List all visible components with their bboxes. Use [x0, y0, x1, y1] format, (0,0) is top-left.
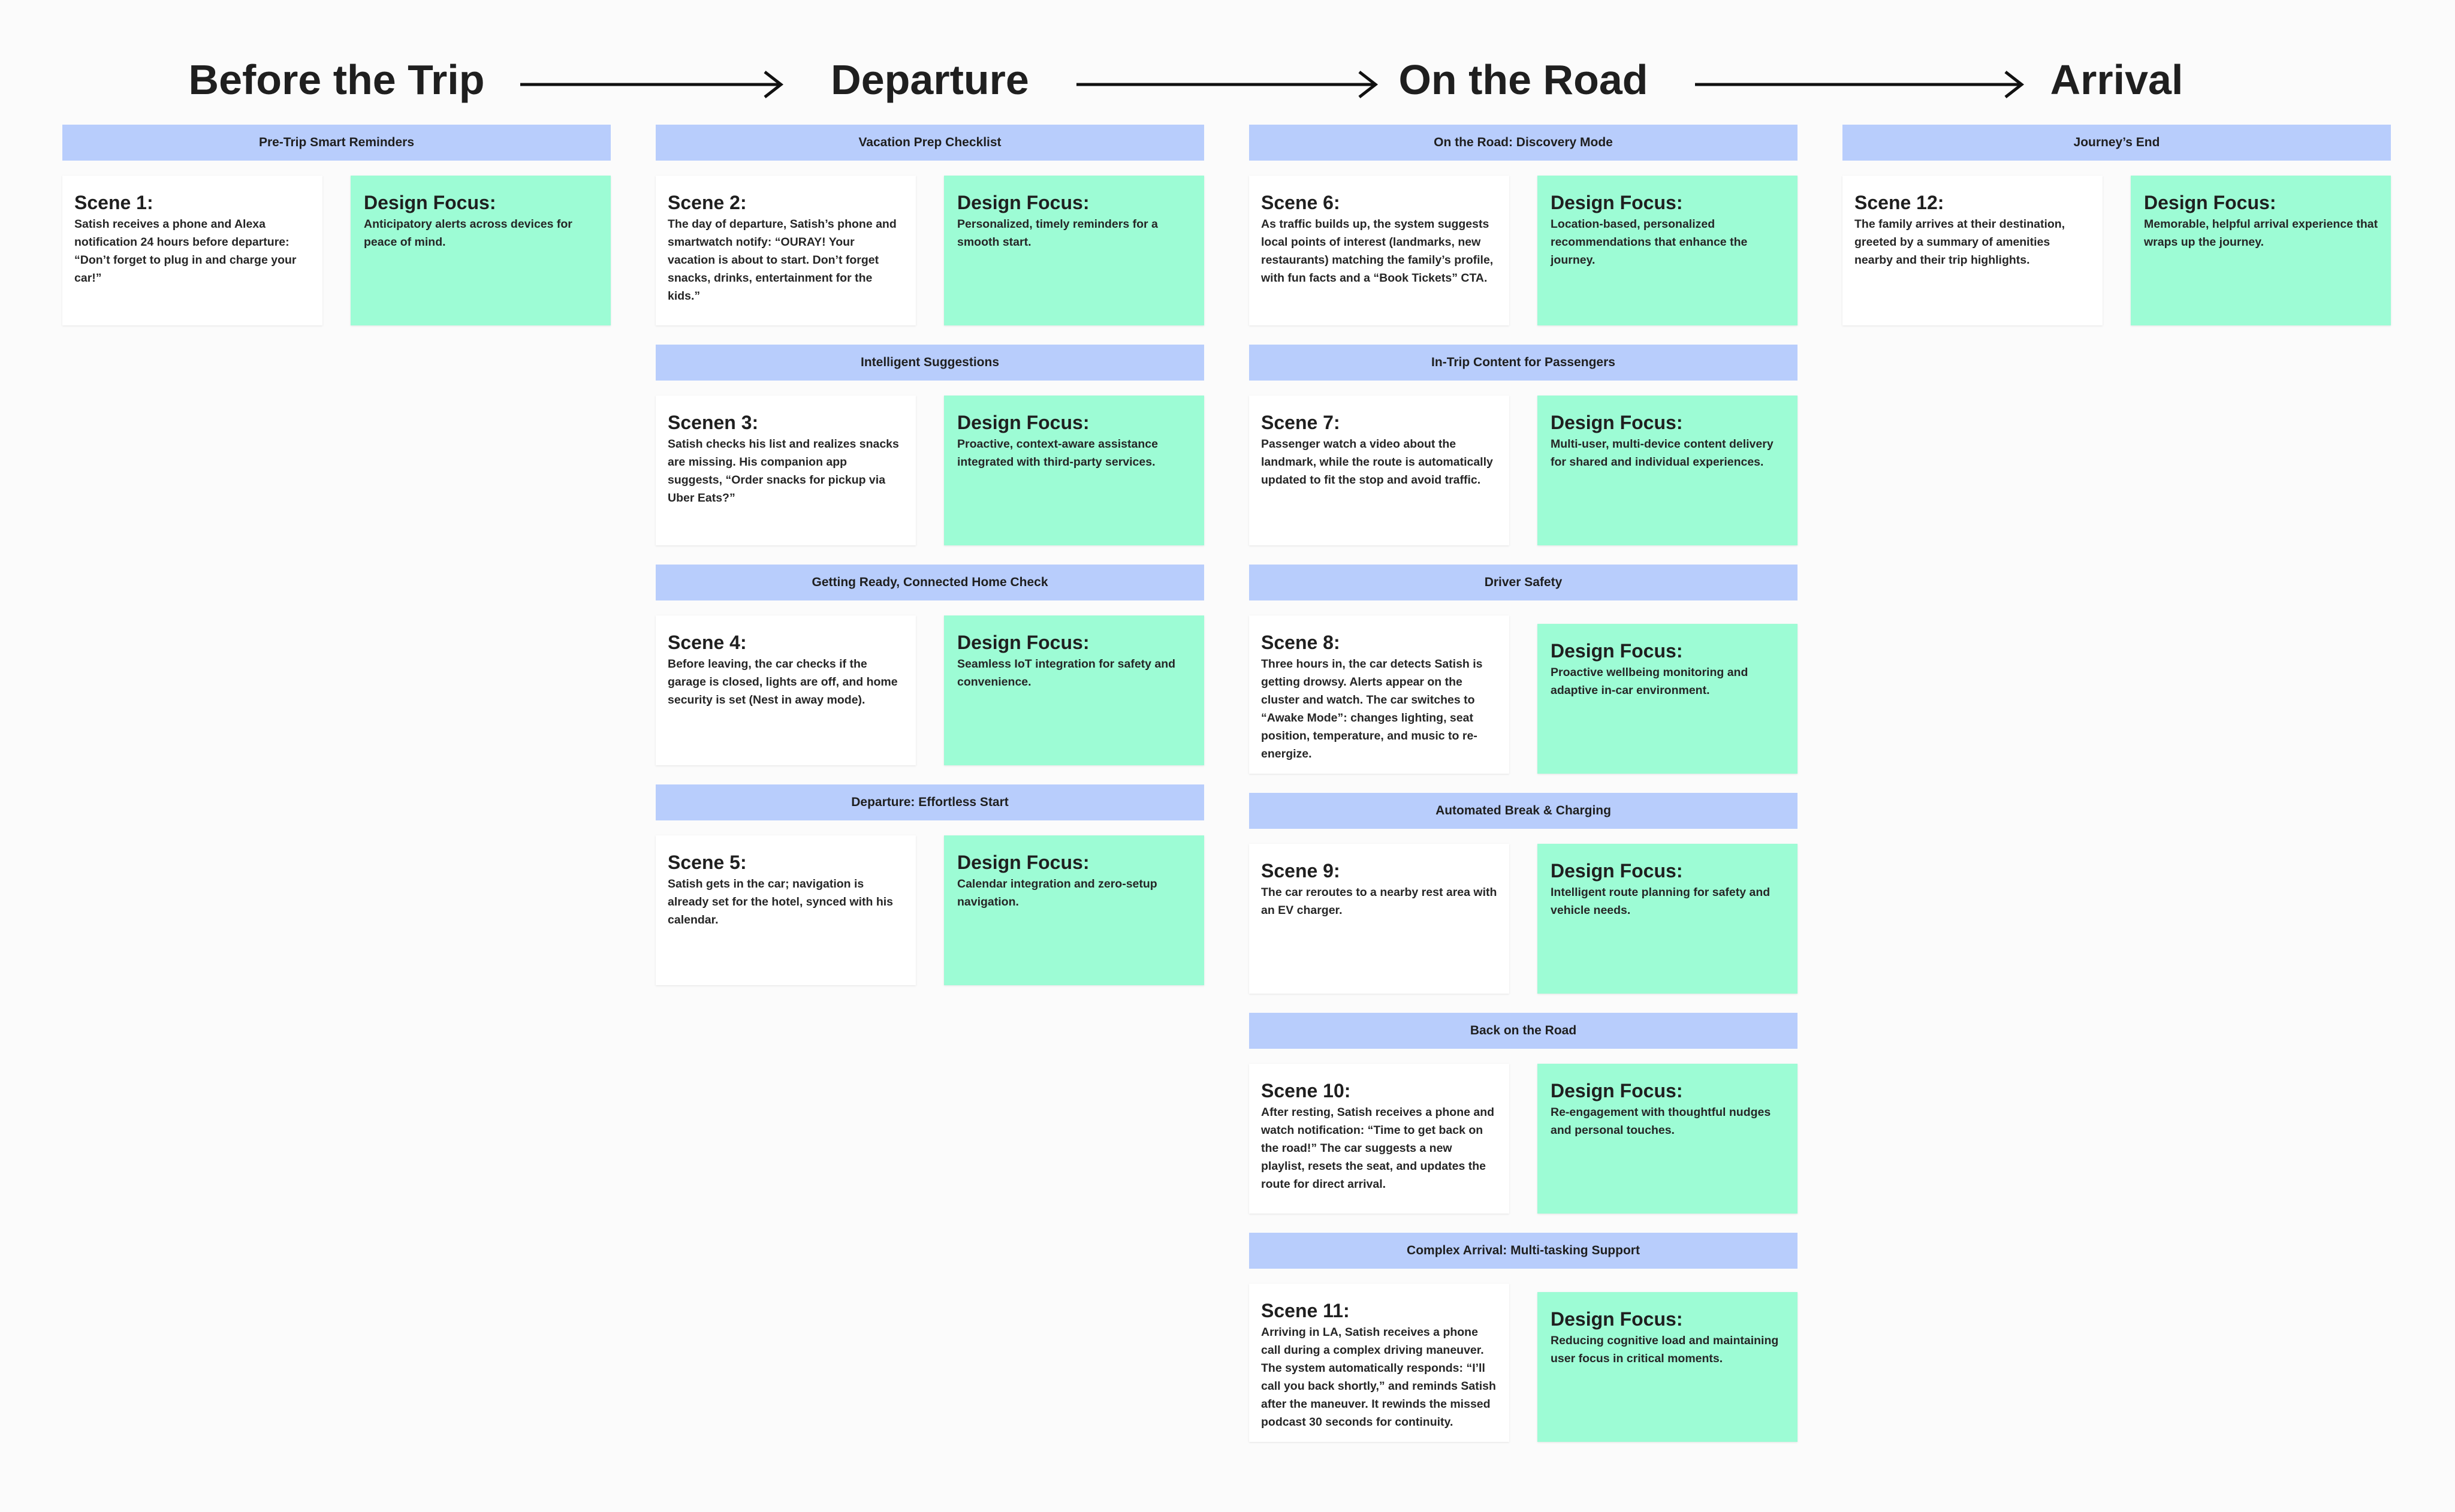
design-focus-card: Design Focus: Reducing cognitive load an…: [1537, 1292, 1797, 1442]
focus-text: Proactive, context-aware assistance inte…: [957, 437, 1158, 469]
focus-text: Multi-user, multi-device content deliver…: [1551, 437, 1774, 469]
design-focus-card: Design Focus: Anticipatory alerts across…: [351, 176, 611, 325]
section-header: Automated Break & Charging: [1249, 793, 1797, 829]
focus-title: Design Focus:: [1551, 192, 1683, 213]
focus-title: Design Focus:: [957, 192, 1090, 213]
section-header: Intelligent Suggestions: [656, 345, 1204, 381]
focus-title: Design Focus:: [1551, 1080, 1683, 1101]
scene-text: Arriving in LA, Satish receives a phone …: [1261, 1326, 1496, 1429]
design-focus-card: Design Focus: Personalized, timely remin…: [944, 176, 1204, 325]
scene-title: Scene 5:: [668, 852, 747, 873]
focus-text: Anticipatory alerts across devices for p…: [364, 218, 572, 249]
scene-title: Scene 8:: [1261, 632, 1340, 653]
section-header: Getting Ready, Connected Home Check: [656, 565, 1204, 600]
scene-title: Scene 12:: [1854, 192, 1944, 213]
focus-text: Personalized, timely reminders for a smo…: [957, 218, 1158, 249]
scene-card: Scene 1: Satish receives a phone and Ale…: [62, 176, 322, 325]
section-header: Departure: Effortless Start: [656, 784, 1204, 820]
focus-text: Proactive wellbeing monitoring and adapt…: [1551, 666, 1748, 697]
section-header: Journey’s End: [1842, 125, 2391, 161]
scene-card: Scene 11: Arriving in LA, Satish receive…: [1249, 1284, 1509, 1442]
design-focus-card: Design Focus: Intelligent route planning…: [1537, 844, 1797, 994]
scene-text: The family arrives at their destination,…: [1854, 218, 2065, 267]
design-focus-card: Design Focus: Multi-user, multi-device c…: [1537, 396, 1797, 545]
section-header: Vacation Prep Checklist: [656, 125, 1204, 161]
scene-title: Scene 1:: [74, 192, 153, 213]
scene-card: Scenen 3: Satish checks his list and rea…: [656, 396, 916, 545]
focus-text: Reducing cognitive load and maintaining …: [1551, 1334, 1779, 1365]
scene-title: Scene 6:: [1261, 192, 1340, 213]
scene-card: Scene 5: Satish gets in the car; navigat…: [656, 835, 916, 985]
design-focus-card: Design Focus: Proactive wellbeing monito…: [1537, 624, 1797, 774]
scene-text: Passenger watch a video about the landma…: [1261, 437, 1493, 487]
focus-title: Design Focus:: [2144, 192, 2276, 213]
phase-title-on-the-road: On the Road: [1398, 56, 1648, 103]
scene-card: Scene 2: The day of departure, Satish’s …: [656, 176, 916, 325]
scene-text: Satish checks his list and realizes snac…: [668, 437, 899, 505]
scene-title: Scene 10:: [1261, 1080, 1351, 1101]
scene-card: Scene 10: After resting, Satish receives…: [1249, 1064, 1509, 1214]
scene-text: The car reroutes to a nearby rest area w…: [1261, 886, 1497, 917]
focus-title: Design Focus:: [1551, 412, 1683, 433]
focus-text: Calendar integration and zero-setup navi…: [957, 877, 1157, 909]
focus-title: Design Focus:: [364, 192, 496, 213]
section-header: Back on the Road: [1249, 1013, 1797, 1049]
focus-title: Design Focus:: [1551, 1308, 1683, 1330]
section-header: On the Road: Discovery Mode: [1249, 125, 1797, 161]
scene-card: Scene 12: The family arrives at their de…: [1842, 176, 2103, 325]
section-header: In-Trip Content for Passengers: [1249, 345, 1797, 381]
arrow-right-icon: [1694, 70, 2025, 99]
section-header: Complex Arrival: Multi-tasking Support: [1249, 1233, 1797, 1269]
focus-text: Re-engagement with thoughtful nudges and…: [1551, 1106, 1771, 1137]
scene-title: Scenen 3:: [668, 412, 759, 433]
scene-text: Satish receives a phone and Alexa notifi…: [74, 218, 297, 285]
scene-title: Scene 11:: [1261, 1300, 1350, 1321]
scene-card: Scene 4: Before leaving, the car checks …: [656, 615, 916, 765]
design-focus-card: Design Focus: Proactive, context-aware a…: [944, 396, 1204, 545]
focus-title: Design Focus:: [957, 632, 1090, 653]
design-focus-card: Design Focus: Memorable, helpful arrival…: [2131, 176, 2391, 325]
focus-title: Design Focus:: [957, 852, 1090, 873]
phase-title-departure: Departure: [831, 56, 1029, 103]
arrow-right-icon: [1075, 70, 1379, 99]
scene-title: Scene 2:: [668, 192, 747, 213]
focus-title: Design Focus:: [1551, 860, 1683, 882]
scene-text: Three hours in, the car detects Satish i…: [1261, 657, 1483, 760]
design-focus-card: Design Focus: Location-based, personaliz…: [1537, 176, 1797, 325]
design-focus-card: Design Focus: Re-engagement with thought…: [1537, 1064, 1797, 1214]
focus-title: Design Focus:: [957, 412, 1090, 433]
scene-card: Scene 9: The car reroutes to a nearby re…: [1249, 844, 1509, 994]
scene-text: After resting, Satish receives a phone a…: [1261, 1106, 1495, 1191]
design-focus-card: Design Focus: Calendar integration and z…: [944, 835, 1204, 985]
scene-title: Scene 9:: [1261, 860, 1340, 882]
scene-card: Scene 7: Passenger watch a video about t…: [1249, 396, 1509, 545]
scene-text: Satish gets in the car; navigation is al…: [668, 877, 894, 926]
focus-text: Location-based, personalized recommendat…: [1551, 218, 1748, 267]
phase-title-before-the-trip: Before the Trip: [188, 56, 485, 103]
scene-text: The day of departure, Satish’s phone and…: [668, 218, 897, 303]
section-header: Pre-Trip Smart Reminders: [62, 125, 611, 161]
scene-text: Before leaving, the car checks if the ga…: [668, 657, 898, 707]
scene-title: Scene 7:: [1261, 412, 1340, 433]
section-header: Driver Safety: [1249, 565, 1797, 600]
focus-text: Memorable, helpful arrival experience th…: [2144, 218, 2378, 249]
scene-text: As traffic builds up, the system suggest…: [1261, 218, 1494, 285]
focus-text: Seamless IoT integration for safety and …: [957, 657, 1176, 689]
focus-text: Intelligent route planning for safety an…: [1551, 886, 1771, 917]
arrow-right-icon: [519, 70, 784, 99]
scene-card: Scene 6: As traffic builds up, the syste…: [1249, 176, 1509, 325]
scene-card: Scene 8: Three hours in, the car detects…: [1249, 615, 1509, 774]
focus-title: Design Focus:: [1551, 640, 1683, 662]
phase-title-arrival: Arrival: [2050, 56, 2183, 103]
scene-title: Scene 4:: [668, 632, 747, 653]
design-focus-card: Design Focus: Seamless IoT integration f…: [944, 615, 1204, 765]
